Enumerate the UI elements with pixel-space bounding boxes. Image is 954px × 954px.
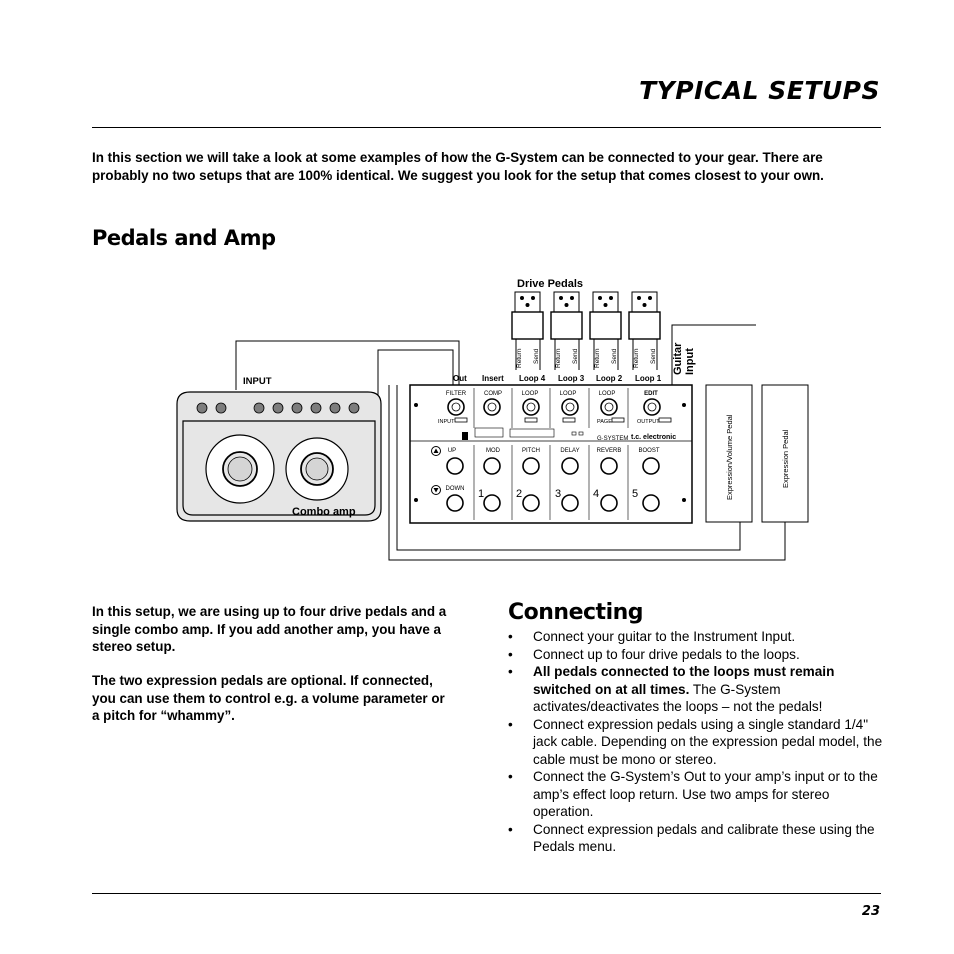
footswitch: [446, 494, 464, 512]
unit-label-up: UP: [448, 448, 456, 454]
expression-pedal: [761, 384, 809, 523]
footswitch: [561, 457, 579, 475]
drive-pedal: [628, 291, 661, 340]
footswitch: [642, 494, 660, 512]
drive-pedal: [550, 291, 583, 340]
unit-number: 3: [555, 488, 561, 500]
unit-label-reverb: REVERB: [597, 448, 622, 454]
jack-label-out: Out: [453, 374, 467, 383]
page-number: 23: [861, 904, 880, 919]
section-heading-connecting: Connecting: [508, 600, 644, 625]
unit-label-comp: COMP: [484, 391, 502, 397]
unit-label-pitch: PITCH: [522, 448, 540, 454]
footswitch: [446, 457, 464, 475]
unit-label-down: DOWN: [446, 486, 465, 492]
g-system-unit: FILTER COMP LOOP LOOP LOOP EDIT INPUT PA…: [409, 384, 693, 524]
list-item: Connect expression pedals using a single…: [508, 716, 888, 769]
unit-page-label: PAGE: [597, 419, 612, 425]
header-rule: [92, 127, 881, 128]
send-label: Send: [611, 348, 618, 364]
combo-amp-label: Combo amp: [292, 506, 356, 518]
footswitch: [522, 457, 540, 475]
jack-label-loop4: Loop 4: [519, 374, 546, 383]
connecting-list: Connect your guitar to the Instrument In…: [508, 628, 888, 856]
return-label: Return: [555, 348, 562, 368]
unit-number: 5: [632, 488, 638, 500]
combo-amp: Combo amp: [176, 391, 382, 522]
footswitch: [600, 494, 618, 512]
unit-label-loop: LOOP: [522, 391, 539, 397]
list-item: Connect up to four drive pedals to the l…: [508, 646, 888, 664]
list-item: Connect expression pedals and calibrate …: [508, 821, 888, 856]
unit-number: 1: [478, 488, 484, 500]
jack-label-loop1: Loop 1: [635, 374, 662, 383]
unit-label-filter: FILTER: [446, 391, 467, 397]
jack-label-insert: Insert: [482, 374, 504, 383]
unit-display: [462, 427, 584, 440]
unit-output-label: OUTPUT: [637, 419, 660, 425]
list-item: Connect the G-System’s Out to your amp’s…: [508, 768, 888, 821]
return-label: Return: [594, 348, 601, 368]
unit-maker-label: t.c. electronic: [631, 434, 676, 441]
guitar-cable: [671, 324, 756, 385]
return-label: Return: [633, 348, 640, 368]
jack-labels: Out Insert Loop 4 Loop 3 Loop 2 Loop 1: [453, 374, 662, 383]
list-item: Connect your guitar to the Instrument In…: [508, 628, 888, 646]
send-return-labels: Return Send Return Send Return Send Retu…: [516, 348, 657, 368]
footswitch: [522, 494, 540, 512]
unit-number: 2: [516, 488, 522, 500]
cables: [235, 340, 786, 561]
jack-label-loop2: Loop 2: [596, 374, 623, 383]
drive-pedals-label: Drive Pedals: [517, 278, 583, 290]
unit-input-label: INPUT: [438, 419, 455, 425]
footswitch: [642, 457, 660, 475]
expression-volume-pedal-label: Expression/Volume Pedal: [725, 414, 734, 500]
unit-label-edit: EDIT: [644, 391, 658, 397]
amp-input-label: INPUT: [243, 376, 272, 387]
footer-rule: [92, 893, 881, 894]
intro-paragraph: In this section we will take a look at s…: [92, 150, 824, 183]
jack-label-loop3: Loop 3: [558, 374, 585, 383]
setup-description: In this setup, we are using up to four d…: [92, 604, 447, 654]
drive-pedal: [589, 291, 622, 340]
send-label: Send: [650, 348, 657, 364]
drive-pedal: [511, 291, 544, 340]
expression-pedal-label: Expression Pedal: [781, 429, 790, 488]
page-title: TYPICAL SETUPS: [639, 76, 880, 105]
unit-label-boost: BOOST: [638, 448, 659, 454]
unit-brand-label: G·SYSTEM: [597, 436, 628, 442]
drive-pedals: [511, 291, 661, 370]
return-label: Return: [516, 348, 523, 368]
expression-description: The two expression pedals are optional. …: [92, 673, 445, 723]
unit-label-loop: LOOP: [599, 391, 616, 397]
send-label: Send: [572, 348, 579, 364]
footswitch: [483, 457, 501, 475]
unit-label-delay: DELAY: [560, 448, 579, 454]
expression-volume-pedal: [705, 384, 753, 523]
unit-label-loop: LOOP: [560, 391, 577, 397]
footswitch: [561, 494, 579, 512]
unit-number: 4: [593, 488, 599, 500]
section-heading-pedals-and-amp: Pedals and Amp: [92, 226, 276, 250]
send-label: Send: [533, 348, 540, 364]
list-item: All pedals connected to the loops must r…: [508, 663, 888, 716]
footswitch: [483, 494, 501, 512]
unit-label-mod: MOD: [486, 448, 501, 454]
footswitch: [600, 457, 618, 475]
guitar-input-label: GuitarInput: [672, 342, 696, 375]
